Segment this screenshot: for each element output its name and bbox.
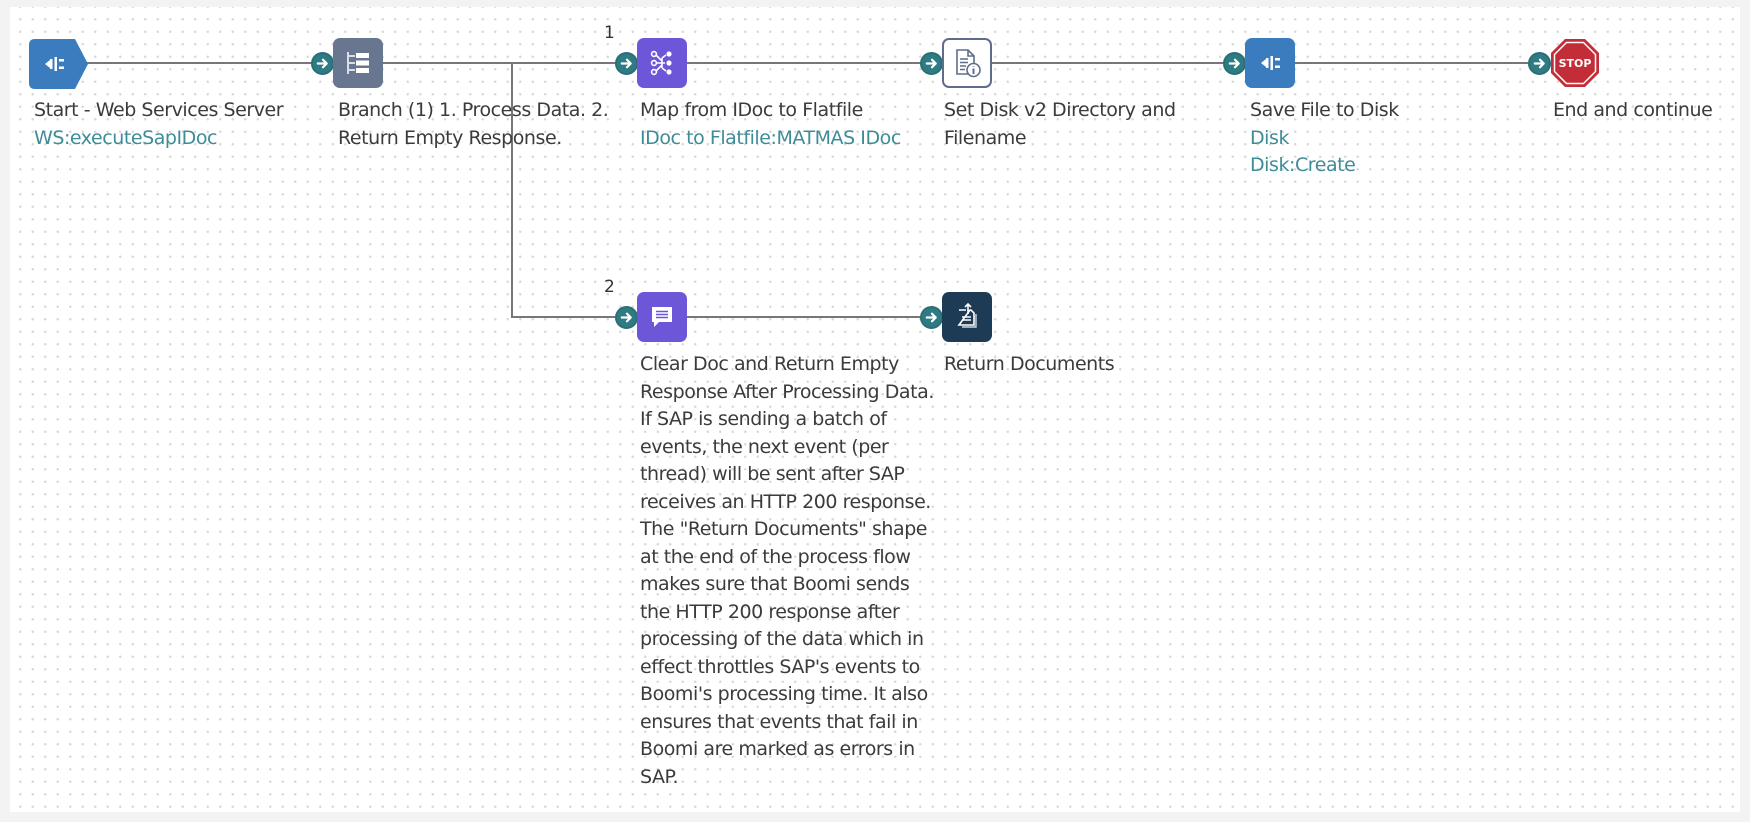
stop-shape-label: End and continue: [1553, 97, 1713, 125]
message-title-line: the HTTP 200 response after: [640, 600, 900, 623]
setprops-input-arrow[interactable]: [920, 52, 943, 75]
connector-line-branch-down[interactable]: [511, 62, 513, 318]
message-title-line: ensures that events that fail in: [640, 710, 918, 733]
message-title-line: receives an HTTP 200 response.: [640, 490, 931, 513]
connector-line-message-return[interactable]: [687, 316, 931, 318]
message-title-line: effect throttles SAP's events to: [640, 655, 920, 678]
start-shape-operation-link[interactable]: WS:executeSapIDoc: [34, 126, 217, 149]
message-title-line: The "Return Documents" shape: [640, 518, 928, 540]
connector-line-branch-map[interactable]: [383, 62, 626, 64]
message-input-arrow[interactable]: [615, 306, 638, 329]
return-documents-label: Return Documents: [944, 351, 1115, 379]
start-shape-label: Start - Web Services Server WS:executeSa…: [34, 97, 284, 152]
arrow-right-icon: [925, 312, 937, 323]
message-title-line: If SAP is sending a batch of: [640, 408, 887, 430]
return-documents-icon: [957, 302, 977, 328]
message-title-line: at the end of the process flow: [640, 545, 911, 568]
message-shape[interactable]: [637, 292, 687, 342]
save-connector-label: Save File to Disk Disk Disk:Create: [1250, 97, 1399, 180]
message-title-line: Response After Processing Data.: [640, 380, 934, 403]
save-connector-operation-link[interactable]: Disk:Create: [1250, 154, 1356, 176]
message-title-line: Clear Doc and Return Empty: [640, 353, 899, 375]
arrow-right-icon: [1228, 58, 1240, 69]
connector-line-map-setprops[interactable]: [687, 62, 931, 64]
plug-icon: [45, 57, 64, 71]
stop-shape-title: End and continue: [1553, 99, 1713, 121]
arrow-right-icon: [316, 58, 328, 69]
branch-icon: [347, 52, 369, 74]
plug-icon: [1261, 56, 1280, 70]
start-shape-bg: [29, 39, 88, 89]
message-title-line: processing of the data which in: [640, 628, 924, 650]
branch-shape-title-line-1: Branch (1) 1. Process Data. 2.: [338, 99, 609, 121]
set-properties-shape-label: Set Disk v2 Directory and Filename: [944, 97, 1176, 152]
return-documents-title: Return Documents: [944, 353, 1115, 375]
branch-shape[interactable]: [333, 38, 383, 88]
message-title-line: SAP.: [640, 765, 679, 788]
document-info-icon: [956, 49, 981, 78]
map-shape-label: Map from IDoc to Flatfile IDoc to Flatfi…: [640, 97, 901, 152]
connector-line-save-stop[interactable]: [1295, 62, 1540, 64]
process-canvas[interactable]: 1 2 Start - Web Services Server WS:execu…: [10, 7, 1740, 812]
connector-line-start-branch[interactable]: [87, 62, 323, 64]
map-input-arrow[interactable]: [615, 52, 638, 75]
map-shape-map-link[interactable]: IDoc to Flatfile:MATMAS IDoc: [640, 126, 901, 149]
stop-icon: STOP: [1551, 39, 1599, 87]
message-title-line: Boomi's processing time. It also: [640, 683, 928, 705]
branch-input-arrow[interactable]: [311, 52, 334, 75]
start-shape-title: Start - Web Services Server: [34, 99, 284, 121]
connector-line-branch-message[interactable]: [511, 316, 627, 318]
message-title-line: thread) will be sent after SAP: [640, 463, 905, 485]
stop-icon-text: STOP: [1559, 57, 1592, 70]
map-shape[interactable]: [637, 38, 687, 88]
stop-shape[interactable]: STOP: [1550, 38, 1600, 88]
return-documents-input-arrow[interactable]: [920, 306, 943, 329]
message-title-line: makes sure that Boomi sends: [640, 573, 910, 595]
message-title-line: Boomi are marked as errors in: [640, 738, 915, 760]
arrow-right-icon: [925, 58, 937, 69]
arrow-right-icon: [620, 312, 632, 323]
map-icon: [650, 50, 672, 76]
stop-input-arrow[interactable]: [1528, 52, 1551, 75]
save-connector-shape[interactable]: [1245, 38, 1295, 88]
branch-shape-title-line-2: Return Empty Response.: [338, 126, 562, 149]
message-icon: [652, 307, 672, 327]
start-shape[interactable]: [29, 39, 89, 89]
set-properties-title-line-1: Set Disk v2 Directory and: [944, 99, 1176, 121]
branch-path-label-1: 1: [604, 23, 615, 43]
save-connector-title: Save File to Disk: [1250, 99, 1399, 121]
message-title-line: events, the next event (per: [640, 435, 889, 458]
branch-shape-label: Branch (1) 1. Process Data. 2. Return Em…: [338, 97, 609, 152]
set-properties-shape[interactable]: [942, 38, 992, 88]
return-documents-shape[interactable]: [942, 292, 992, 342]
map-shape-title: Map from IDoc to Flatfile: [640, 99, 863, 121]
branch-path-label-2: 2: [604, 277, 615, 297]
arrow-right-icon: [620, 58, 632, 69]
save-connector-connection-link[interactable]: Disk: [1250, 126, 1290, 149]
save-input-arrow[interactable]: [1223, 52, 1246, 75]
connector-line-setprops-save[interactable]: [992, 62, 1236, 64]
message-shape-label: Clear Doc and Return Empty Response Afte…: [640, 351, 934, 791]
arrow-right-icon: [1533, 58, 1545, 69]
set-properties-title-line-2: Filename: [944, 126, 1027, 149]
